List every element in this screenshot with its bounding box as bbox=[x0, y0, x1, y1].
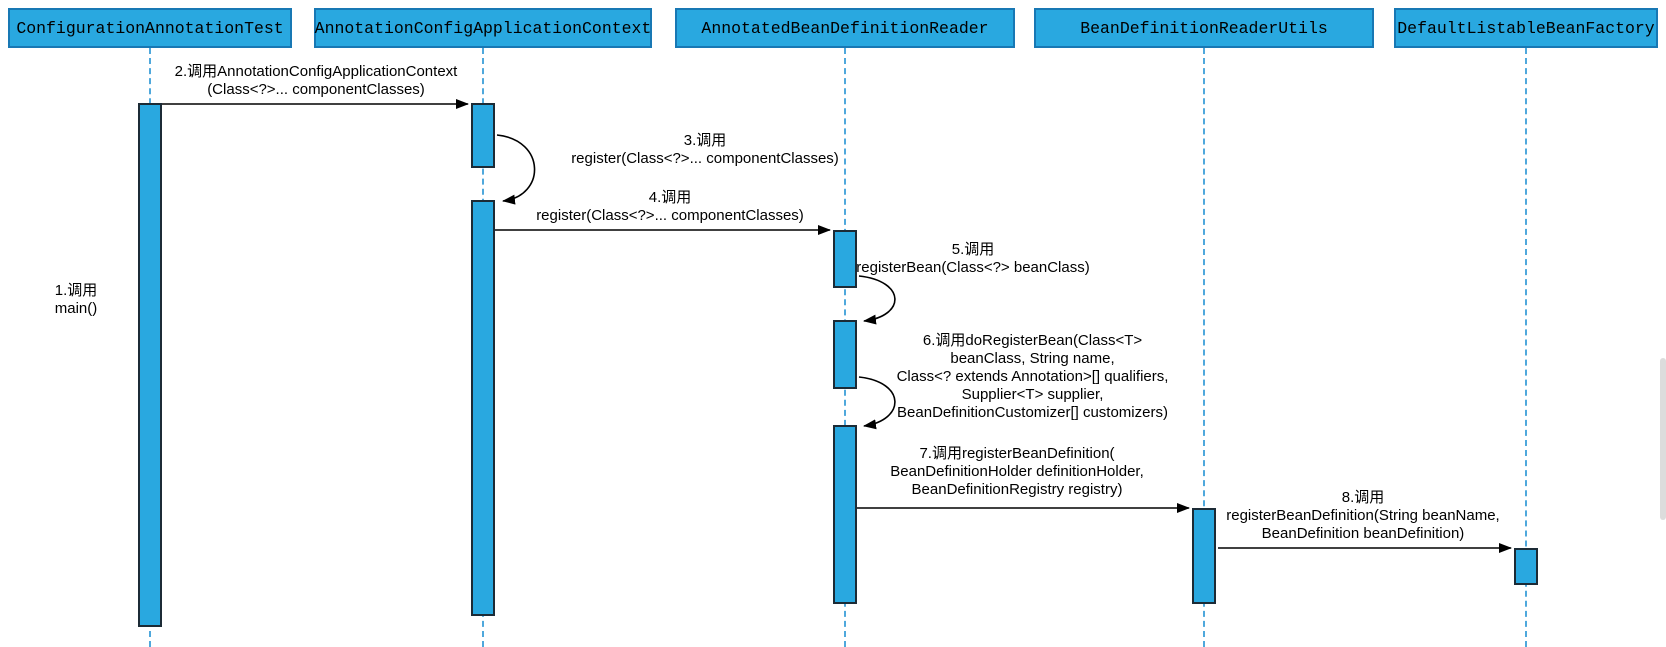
message-line: Supplier<T> supplier, bbox=[961, 386, 1104, 403]
participant-label: BeanDefinitionReaderUtils bbox=[1080, 18, 1328, 38]
participant-bean-definition-reader-utils: BeanDefinitionReaderUtils bbox=[1034, 8, 1374, 48]
message-line: main() bbox=[54, 300, 98, 317]
participant-configuration-annotation-test: ConfigurationAnnotationTest bbox=[8, 8, 292, 48]
message-line: register(Class<?>... componentClasses) bbox=[571, 150, 839, 167]
participant-default-listable-bean-factory: DefaultListableBeanFactory bbox=[1394, 8, 1658, 48]
message-line: BeanDefinitionRegistry registry) bbox=[911, 481, 1123, 498]
participant-label: DefaultListableBeanFactory bbox=[1397, 18, 1655, 38]
participant-annotation-config-application-context: AnnotationConfigApplicationContext bbox=[314, 8, 652, 48]
message-6-label: 6.调用doRegisterBean(Class<T> beanClass, S… bbox=[875, 332, 1190, 422]
message-line: BeanDefinitionHolder definitionHolder, bbox=[890, 463, 1144, 480]
message-4-label: 4.调用 register(Class<?>... componentClass… bbox=[505, 189, 835, 225]
participant-annotated-bean-definition-reader: AnnotatedBeanDefinitionReader bbox=[675, 8, 1015, 48]
message-8-label: 8.调用 registerBeanDefinition(String beanN… bbox=[1198, 489, 1528, 543]
message-2-label: 2.调用AnnotationConfigApplicationContext (… bbox=[150, 63, 482, 99]
message-line: 4.调用 bbox=[648, 189, 692, 206]
message-3-label: 3.调用 register(Class<?>... componentClass… bbox=[555, 132, 855, 168]
participant-label: AnnotationConfigApplicationContext bbox=[314, 18, 652, 38]
activation-bar-utils-register-definition bbox=[1192, 508, 1216, 604]
message-line: register(Class<?>... componentClasses) bbox=[536, 207, 804, 224]
participant-label: ConfigurationAnnotationTest bbox=[16, 18, 284, 38]
activation-bar-factory-register-definition bbox=[1514, 548, 1538, 585]
message-5-self-call-arrow bbox=[858, 275, 896, 325]
message-line: 8.调用 bbox=[1341, 489, 1385, 506]
message-line: (Class<?>... componentClasses) bbox=[207, 81, 425, 98]
lifeline-default-listable-bean-factory bbox=[1525, 48, 1527, 647]
message-line: 1.调用 bbox=[54, 282, 98, 299]
activation-bar-context-register bbox=[471, 200, 495, 616]
message-line: 3.调用 bbox=[683, 132, 727, 149]
scrollbar-thumb[interactable] bbox=[1660, 358, 1666, 520]
activation-bar-reader-do-register-bean bbox=[833, 425, 857, 604]
message-line: 6.调用doRegisterBean(Class<T> bbox=[922, 332, 1143, 349]
message-line: registerBeanDefinition(String beanName, bbox=[1226, 507, 1500, 524]
participant-label: AnnotatedBeanDefinitionReader bbox=[701, 18, 989, 38]
message-line: Class<? extends Annotation>[] qualifiers… bbox=[896, 368, 1169, 385]
message-line: beanClass, String name, bbox=[950, 350, 1115, 367]
message-5-label: 5.调用 registerBean(Class<?> beanClass) bbox=[848, 241, 1098, 277]
message-line: 2.调用AnnotationConfigApplicationContext bbox=[174, 63, 458, 80]
activation-bar-reader-register bbox=[833, 230, 857, 288]
message-line: 7.调用registerBeanDefinition( bbox=[919, 445, 1115, 462]
activation-bar-test-main bbox=[138, 103, 162, 627]
message-line: BeanDefinitionCustomizer[] customizers) bbox=[897, 404, 1168, 421]
message-1-label: 1.调用 main() bbox=[18, 282, 134, 318]
message-line: 5.调用 bbox=[951, 241, 995, 258]
activation-bar-reader-register-bean bbox=[833, 320, 857, 389]
message-line: BeanDefinition beanDefinition) bbox=[1261, 525, 1465, 542]
message-line: registerBean(Class<?> beanClass) bbox=[856, 259, 1090, 276]
lifeline-bean-definition-reader-utils bbox=[1203, 48, 1205, 647]
activation-bar-context-ctor bbox=[471, 103, 495, 168]
message-7-label: 7.调用registerBeanDefinition( BeanDefiniti… bbox=[862, 445, 1172, 499]
